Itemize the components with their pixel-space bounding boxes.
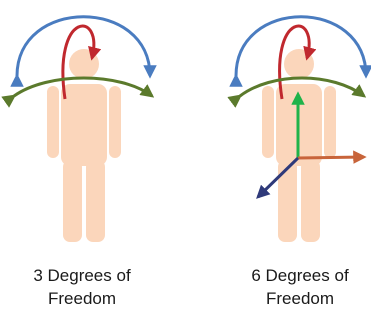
figure-right-leg <box>301 160 320 242</box>
figure-left-arm <box>262 86 274 158</box>
caption-line-2: Freedom <box>2 287 162 310</box>
figure-left-arm <box>47 86 59 158</box>
lateral-axis-arrow <box>298 157 364 158</box>
figure-left-leg <box>278 160 297 242</box>
panel-3dof <box>14 17 152 242</box>
caption-3-degrees-of-freedom: 3 Degrees of Freedom <box>2 264 162 310</box>
caption-line-1: 3 Degrees of <box>2 264 162 287</box>
figure-left-leg <box>63 160 82 242</box>
caption-line-2: Freedom <box>220 287 371 310</box>
figure-right-leg <box>86 160 105 242</box>
panel-6dof <box>236 17 366 242</box>
caption-line-1: 6 Degrees of <box>220 264 371 287</box>
figure-torso <box>61 84 107 166</box>
figure-right-arm <box>324 86 336 158</box>
figure-right-arm <box>109 86 121 158</box>
caption-6-degrees-of-freedom: 6 Degrees of Freedom <box>220 264 371 310</box>
